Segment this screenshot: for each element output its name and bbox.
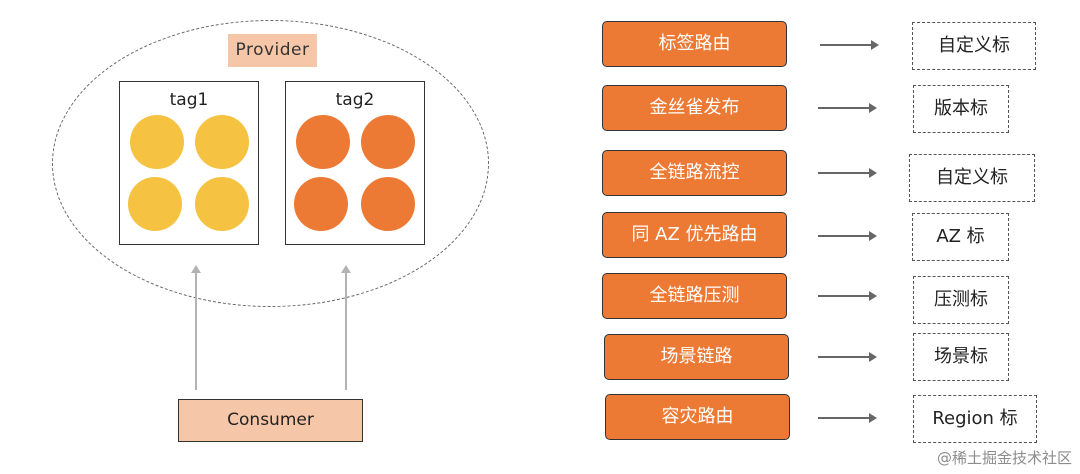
mapping-arrow bbox=[818, 231, 877, 241]
feature-box: 全链路流控 bbox=[602, 150, 787, 196]
watermark-text: @稀土掘金技术社区 bbox=[936, 449, 1072, 467]
tag1-instance-dot bbox=[128, 177, 182, 231]
tag1-label: tag1 bbox=[169, 90, 209, 110]
provider-cluster-ellipse bbox=[52, 20, 489, 307]
tag-type-box: AZ 标 bbox=[912, 213, 1009, 261]
feature-box: 同 AZ 优先路由 bbox=[602, 212, 787, 258]
consumer-to-tag1-arrow bbox=[191, 265, 201, 390]
tag-type-box: 自定义标 bbox=[912, 22, 1036, 70]
tag2-label: tag2 bbox=[335, 90, 375, 110]
tag2-instance-dot bbox=[294, 177, 348, 231]
mapping-arrow bbox=[818, 168, 877, 178]
feature-box: 容灾路由 bbox=[605, 394, 790, 440]
tag1-instance-dot bbox=[195, 115, 249, 169]
tag2-group-box: tag2 bbox=[285, 81, 425, 245]
mapping-arrow bbox=[820, 40, 879, 50]
tag-type-box: 场景标 bbox=[913, 333, 1009, 381]
tag1-instance-dot bbox=[195, 177, 249, 231]
tag1-group-box: tag1 bbox=[119, 81, 259, 245]
feature-box: 场景链路 bbox=[604, 334, 789, 380]
tag-type-box: 压测标 bbox=[913, 276, 1009, 324]
feature-box: 金丝雀发布 bbox=[602, 85, 787, 131]
tag2-instance-dot bbox=[361, 115, 415, 169]
tag2-instance-dot bbox=[361, 177, 415, 231]
feature-box: 标签路由 bbox=[602, 21, 787, 67]
tag-type-box: 版本标 bbox=[913, 85, 1009, 133]
mapping-arrow bbox=[818, 352, 877, 362]
mapping-arrow bbox=[818, 413, 877, 423]
mapping-arrow bbox=[818, 291, 877, 301]
feature-box: 全链路压测 bbox=[602, 273, 787, 319]
tag-type-box: Region 标 bbox=[913, 395, 1037, 443]
tag1-instance-dot bbox=[130, 115, 184, 169]
consumer-label: Consumer bbox=[178, 399, 363, 442]
tag2-instance-dot bbox=[296, 115, 350, 169]
consumer-to-tag2-arrow bbox=[341, 265, 351, 390]
provider-label: Provider bbox=[228, 34, 317, 67]
mapping-arrow bbox=[818, 103, 877, 113]
tag-type-box: 自定义标 bbox=[909, 154, 1035, 202]
